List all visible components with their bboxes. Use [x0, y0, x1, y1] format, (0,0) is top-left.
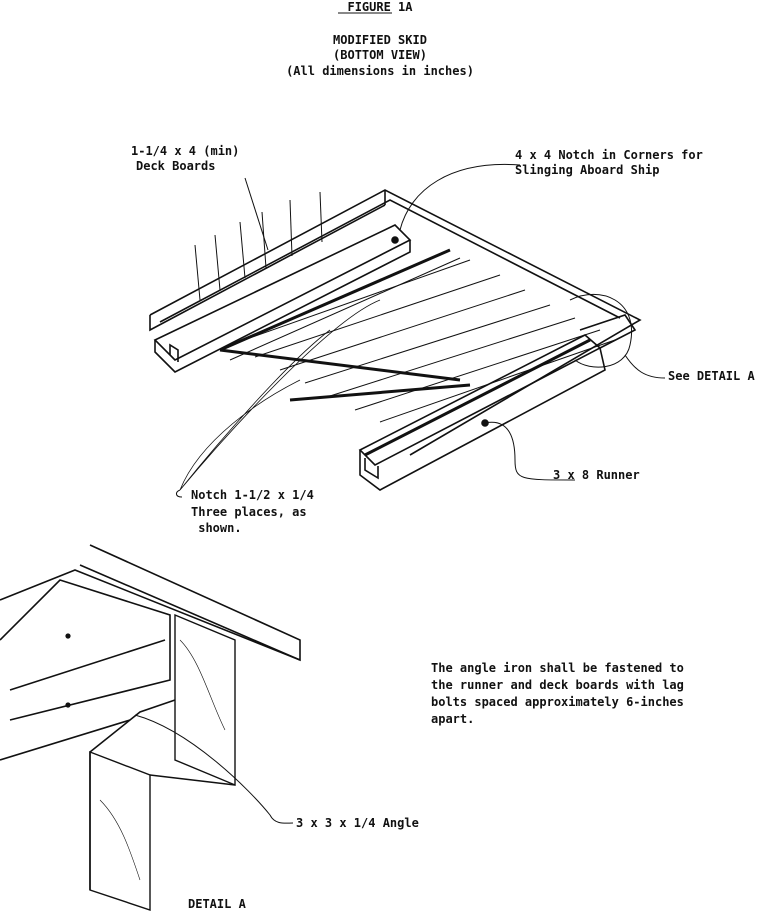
notch-corners-label-1: 4 x 4 Notch in Corners for [515, 148, 703, 162]
deck-boards-label-2: Deck Boards [136, 159, 216, 173]
angle-note-1: The angle iron shall be fastened to [431, 661, 684, 675]
detail-a-drawing [0, 544, 301, 911]
detail-a-title: DETAIL A [188, 897, 246, 911]
notch-corners-label-2: Slinging Aboard Ship [515, 163, 660, 177]
angle-note-3: bolts spaced approximately 6-inches [431, 695, 684, 709]
notch-label-2: Three places, as [191, 505, 307, 519]
deck-boards-label-1: 1-1/4 x 4 (min) [131, 144, 240, 158]
notch-label-3: shown. [191, 521, 242, 535]
figure-number: FIGURE 1A [347, 0, 413, 14]
angle-note-2: the runner and deck boards with lag [431, 678, 684, 692]
angle-label: 3 x 3 x 1/4 Angle [296, 816, 419, 830]
angle-note-4: apart. [431, 712, 475, 726]
notch-label-1: Notch 1-1/2 x 1/4 [191, 488, 314, 502]
figure-subtitle: (BOTTOM VIEW) [333, 48, 427, 62]
skid-assembly [149, 163, 666, 498]
runner-label: 3 x 8 Runner [553, 468, 640, 482]
see-detail-label: See DETAIL A [668, 369, 755, 383]
dimensions-note: (All dimensions in inches) [286, 64, 474, 78]
figure-title: MODIFIED SKID [333, 33, 427, 47]
